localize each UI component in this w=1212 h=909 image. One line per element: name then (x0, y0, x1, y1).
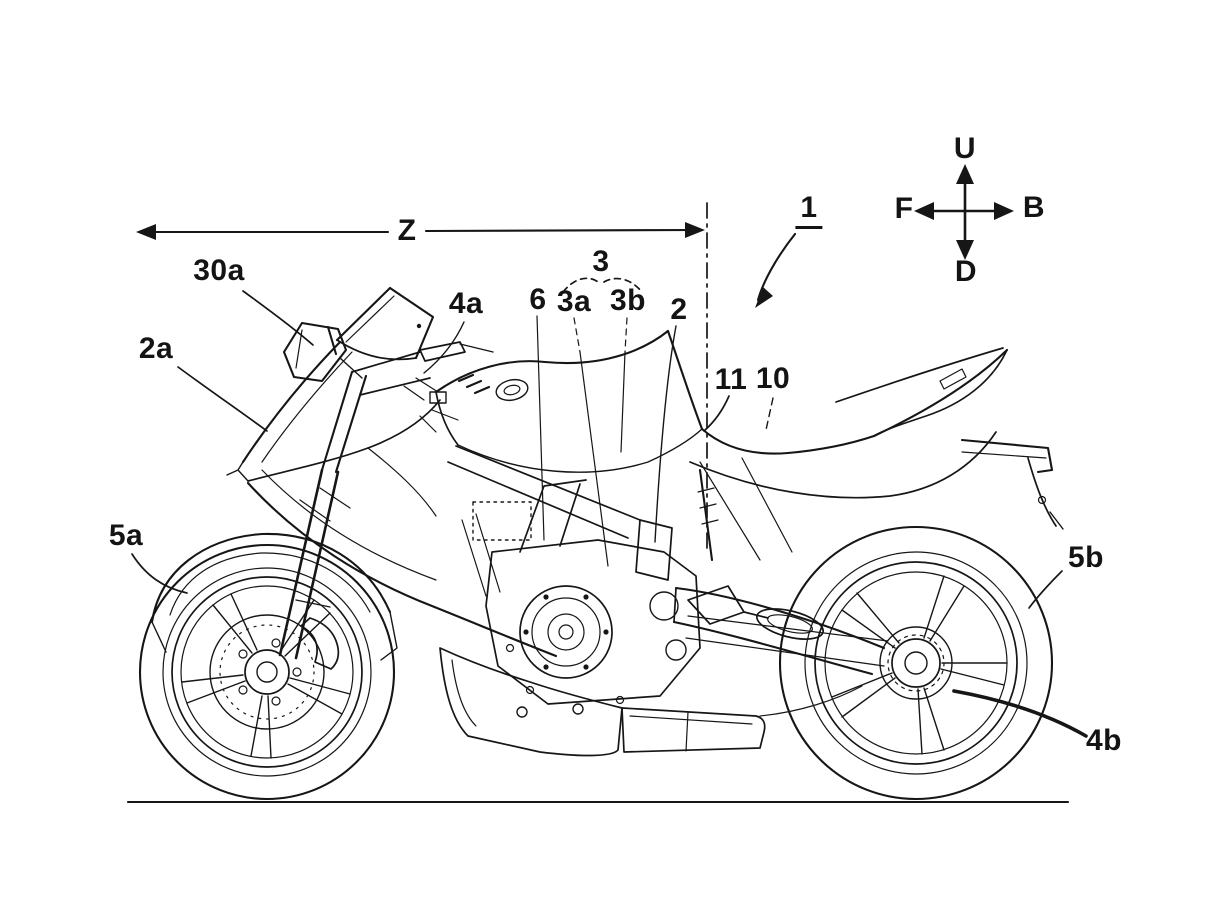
compass-label-front: F (894, 192, 914, 225)
compass-label-up: U (953, 132, 977, 165)
leader-10 (765, 397, 774, 431)
front-fork (278, 370, 368, 660)
compass-label-back: B (1022, 191, 1046, 224)
leader-3a-dashed (573, 317, 581, 353)
front-fender (150, 532, 398, 661)
leader-3b (620, 351, 626, 453)
ref-label-4b: 4b (1085, 724, 1123, 757)
ref-label-11: 11 (714, 363, 748, 396)
compass-label-down: D (954, 255, 978, 288)
compass-cross (914, 164, 1014, 260)
leader-30a (242, 290, 314, 346)
belly-pan-exhaust (439, 647, 863, 757)
ref-label-30a: 30a (193, 254, 245, 287)
arrow-1 (755, 232, 797, 308)
ref-label-6: 6 (529, 283, 547, 316)
drive-chain (685, 615, 889, 667)
rear-sprocket (879, 626, 953, 700)
fuel-tank (434, 329, 704, 473)
engine (485, 479, 701, 705)
ref-label-3a: 3a (556, 285, 592, 318)
ref-label-5b: 5b (1067, 541, 1105, 574)
rear-wheel-spokes (831, 575, 1008, 755)
leader-2 (654, 325, 677, 543)
ref-label-3: 3 (592, 245, 610, 278)
leader-4b (952, 689, 1088, 738)
license-plate-bracket (960, 438, 1064, 530)
leader-3a (579, 351, 609, 567)
leader-6 (536, 315, 545, 541)
brace-3 (562, 277, 642, 293)
leader-5a (131, 553, 188, 594)
leader-5b (1028, 570, 1063, 609)
front-fairing (226, 340, 558, 658)
front-brake-caliper (300, 617, 340, 670)
leader-lines (131, 232, 1088, 738)
seat-and-tail (689, 347, 1009, 499)
ref-label-5a: 5a (108, 519, 144, 552)
dimension-label-z: Z (397, 214, 417, 247)
front-wheel (138, 543, 396, 801)
front-brake-disc (209, 614, 325, 730)
ref-label-1: 1 (795, 193, 823, 229)
ref-label-10: 10 (755, 362, 791, 395)
leader-2a (177, 366, 268, 432)
leader-4a (423, 321, 465, 374)
left-mirror (282, 321, 363, 383)
front-wheel-spokes (181, 593, 351, 759)
ref-label-2a: 2a (138, 332, 174, 365)
rear-wheel (778, 525, 1054, 801)
z-dimension-line (136, 222, 705, 240)
ref-label-3b: 3b (609, 284, 647, 317)
swingarm (672, 586, 889, 676)
frame-and-subframe (447, 445, 793, 625)
leader-11 (703, 395, 730, 432)
ref-label-2: 2 (670, 293, 688, 326)
windscreen (335, 286, 435, 361)
leader-3b-dashed (624, 317, 628, 353)
ref-label-4a: 4a (448, 287, 484, 320)
